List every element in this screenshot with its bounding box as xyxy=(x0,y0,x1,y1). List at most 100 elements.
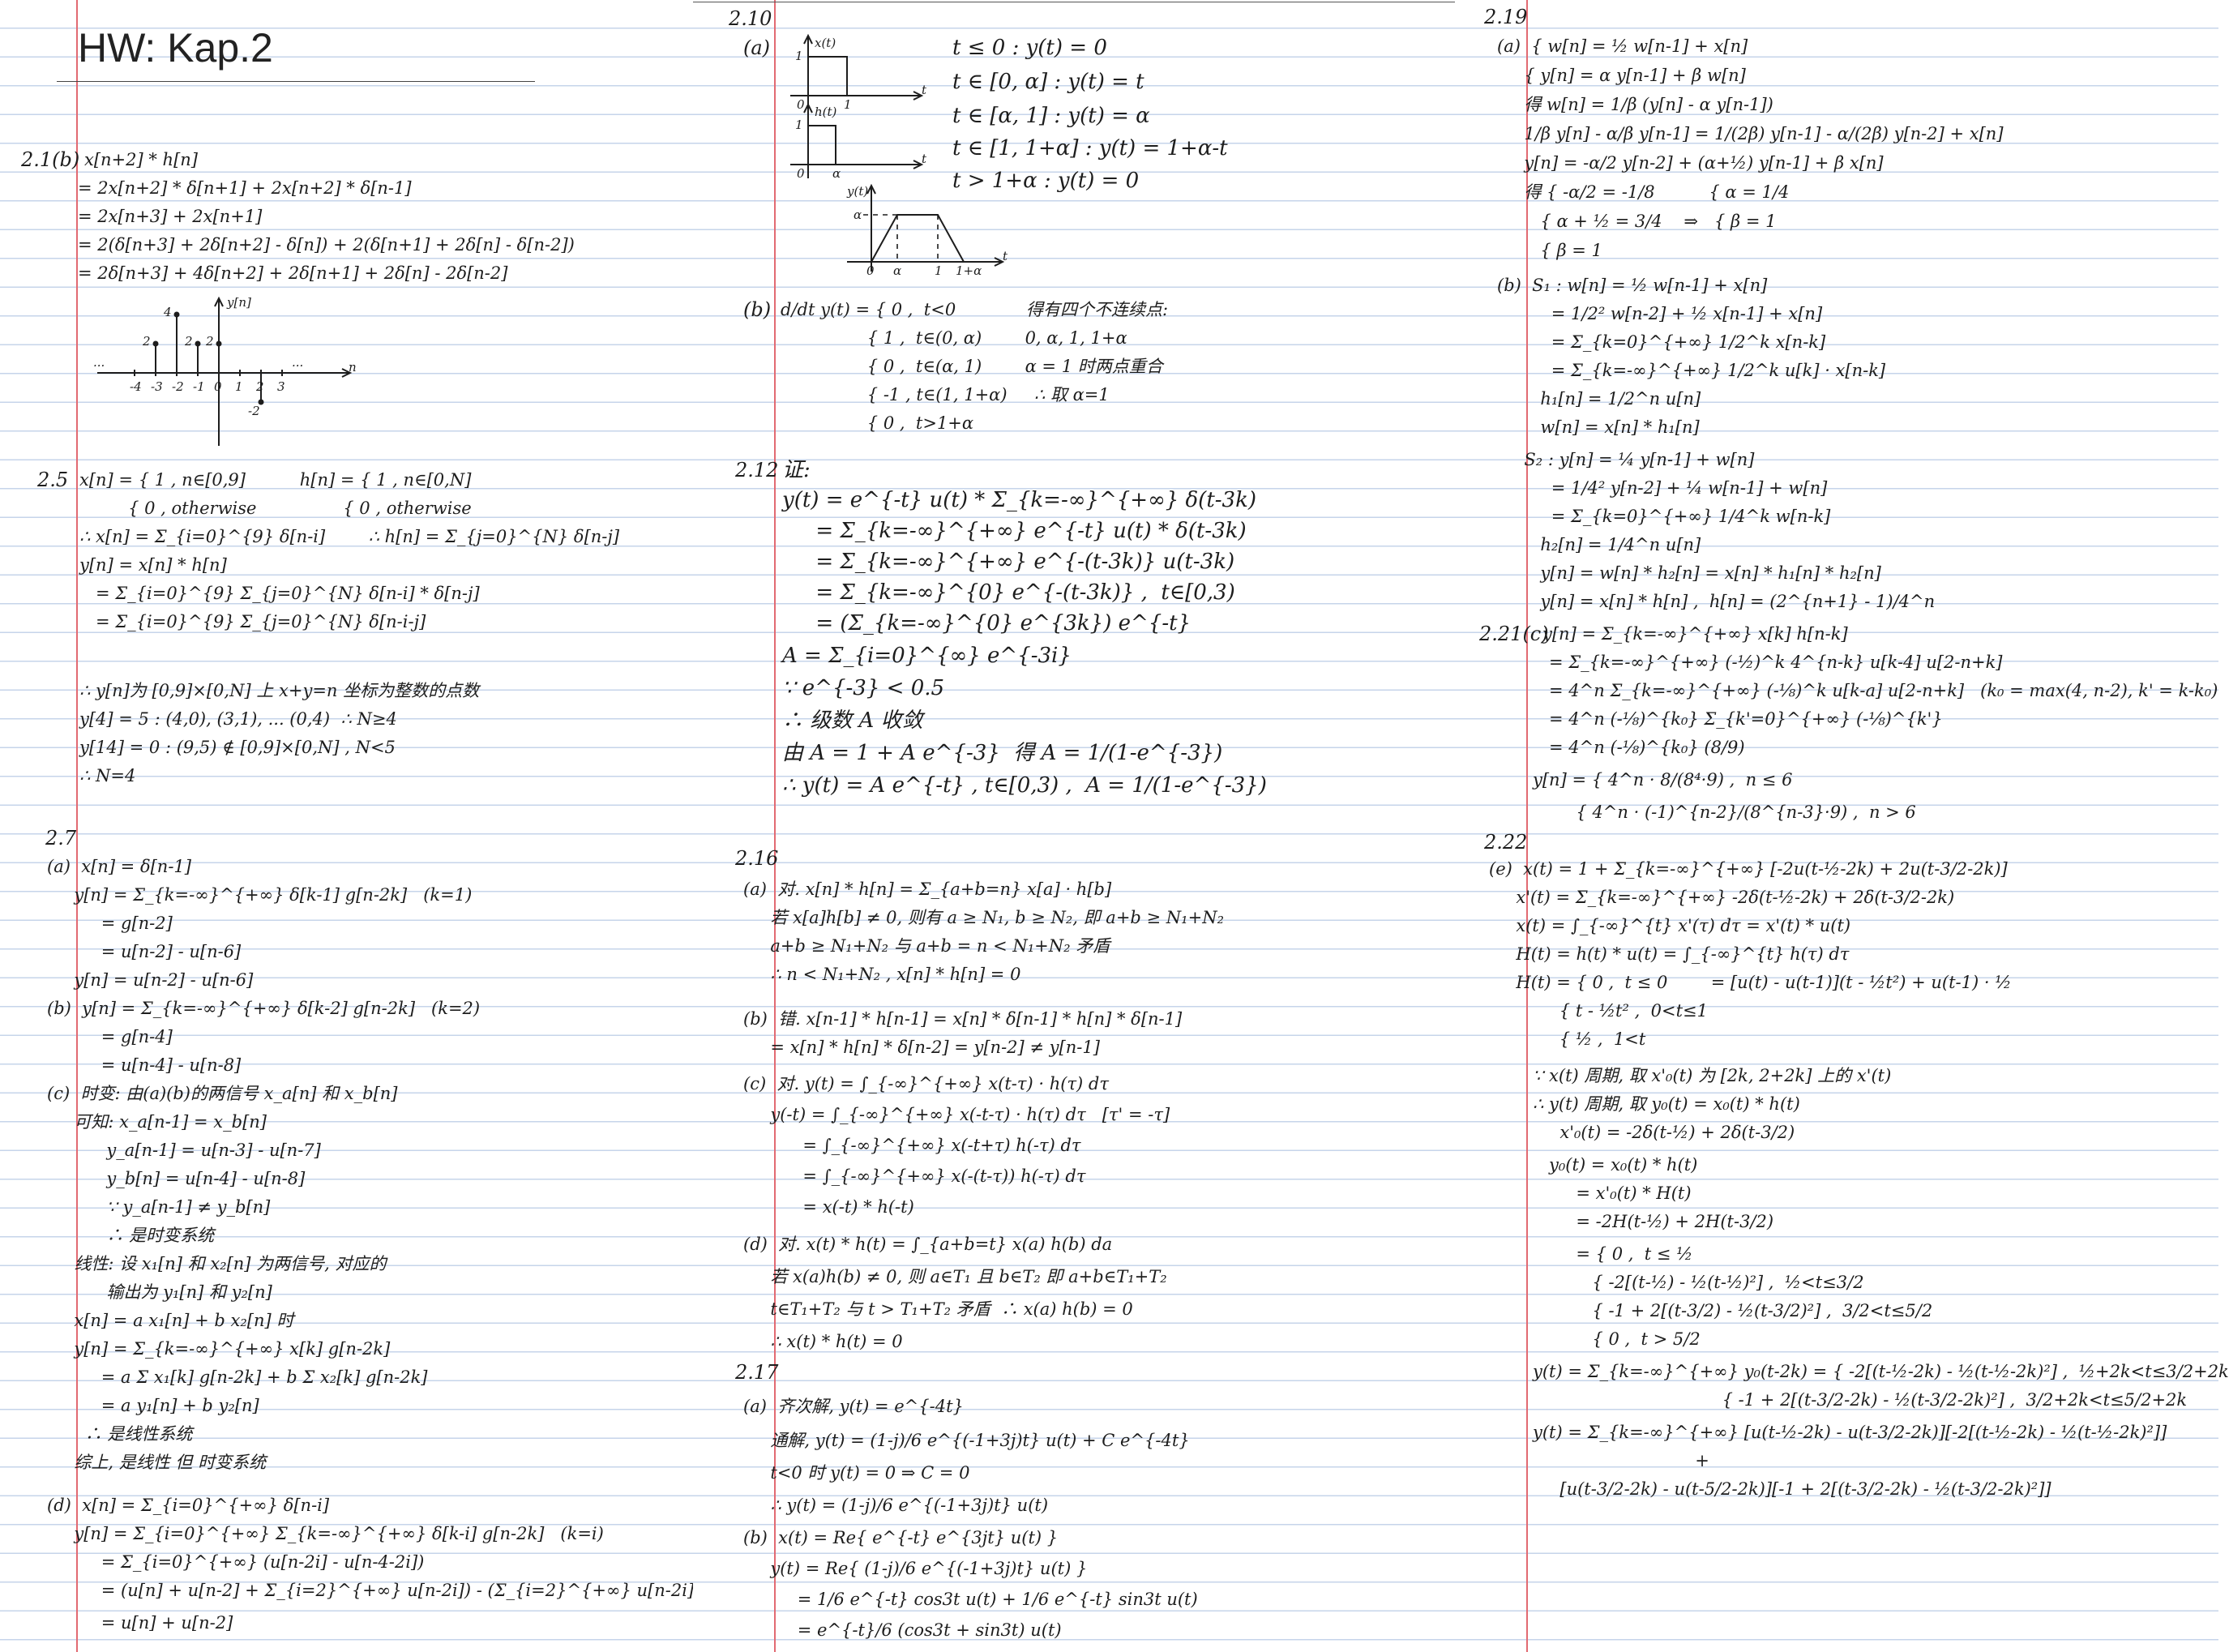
equation-line: = u[n-2] - u[n-6] xyxy=(47,942,242,961)
equation-line: = Σ_{k=-∞}^{+∞} (-½)^k 4^{n-k} u[k-4] u[… xyxy=(1533,653,2003,672)
stem-plot-y-arrow xyxy=(214,296,224,307)
equation-line: (b) y[n] = Σ_{k=-∞}^{+∞} δ[k-2] g[n-2k] … xyxy=(47,999,481,1018)
equation-line: t ≤ 0 : y(t) = 0 xyxy=(952,36,1107,60)
stem-point xyxy=(258,399,264,405)
tick-label: 3 xyxy=(277,379,285,394)
equation-line: w[n] = x[n] * h₁[n] xyxy=(1497,417,1700,437)
equation-line: = u[n-4] - u[n-8] xyxy=(47,1055,242,1075)
problem-number-2-10: 2.10 xyxy=(729,7,772,30)
equation-line: t ∈ [0, α] : y(t) = t xyxy=(952,70,1144,94)
equation-line: (b) 错. x[n-1] * h[n-1] = x[n] * δ[n-1] *… xyxy=(743,1009,1183,1029)
equation-line: 1/β y[n] - α/β y[n-1] = 1/(2β) y[n-1] - … xyxy=(1497,124,2004,143)
equation-line: 综上, 是线性 但 时变系统 xyxy=(47,1453,267,1472)
notes-page-2: 2.10 (a) x(t) 1 0 1 t h(t) 1 0 α t y(t) … xyxy=(693,0,1455,1652)
equation-line: (d) x[n] = Σ_{i=0}^{+∞} δ[n-i] xyxy=(47,1496,330,1515)
equation-line: x[n] = a x₁[n] + b x₂[n] 时 xyxy=(47,1311,294,1330)
equation-line: H(t) = { 0 , t ≤ 0 = [u(t) - u(t-1)](t -… xyxy=(1489,973,2012,992)
problem-number-2-16: 2.16 xyxy=(735,847,779,870)
equation-line: ∵ y_a[n-1] ≠ y_b[n] xyxy=(47,1197,271,1217)
equation-line: y[n] = x[n] * h[n] xyxy=(79,555,227,575)
tick-label: 1 xyxy=(235,379,243,394)
equation-line: { -1 + 2[(t-3/2) - ½(t-3/2)²] , 3/2<t≤5/… xyxy=(1533,1301,1933,1320)
equation-line: t∈T₁+T₂ 与 t > T₁+T₂ 矛盾 ∴ x(a) h(b) = 0 xyxy=(743,1299,1133,1319)
signal-h-tick-alpha: α xyxy=(832,166,841,181)
equation-line: y[4] = 5 : (4,0), (3,1), ... (0,4) ∴ N≥4 xyxy=(79,709,397,729)
equation-line: = a Σ x₁[k] g[n-2k] + b Σ x₂[k] g[n-2k] xyxy=(47,1367,428,1387)
stem-plot-x-arrow xyxy=(341,368,353,378)
equation-line: x'₀(t) = -2δ(t-½) + 2δ(t-3/2) xyxy=(1533,1123,1795,1142)
equation-line: = g[n-4] xyxy=(47,1027,173,1046)
equation-line: { 0 , otherwise { 0 , otherwise xyxy=(79,499,472,518)
equation-line: 得 w[n] = 1/β (y[n] - α y[n-1]) xyxy=(1497,95,1773,114)
equation-line: = -2H(t-½) + 2H(t-3/2) xyxy=(1533,1212,1774,1231)
equation-line: = 4^n (-⅛)^{k₀} (8/9) xyxy=(1533,738,1745,757)
equation-line: { α + ½ = 3/4 ⇒ { β = 1 xyxy=(1497,212,1777,231)
equation-line: y[n] = Σ_{i=0}^{+∞} Σ_{k=-∞}^{+∞} δ[k-i]… xyxy=(47,1524,604,1543)
equation-line: { y[n] = α y[n-1] + β w[n] xyxy=(1497,66,1746,85)
problem-number-2-7: 2.7 xyxy=(45,827,77,850)
stem-point xyxy=(173,311,180,318)
signal-y-tick-alpha: α xyxy=(893,263,901,278)
equation-line: 证: xyxy=(782,458,811,482)
signal-x-label: x(t) xyxy=(815,36,836,50)
signal-y-tick-1: 1 xyxy=(935,263,943,278)
stem-plot-ylabel: y[n] xyxy=(226,295,251,310)
equation-line: = 4^n Σ_{k=-∞}^{+∞} (-⅛)^k u[k-a] u[2-n+… xyxy=(1533,681,2218,700)
signal-h-tick-0: 0 xyxy=(797,166,805,181)
signal-h-axis-t: t xyxy=(922,152,927,166)
subpart-a-label: (a) xyxy=(743,36,771,59)
equation-line: (a) 齐次解, y(t) = e^{-4t} xyxy=(743,1397,964,1416)
stem-point xyxy=(195,340,201,347)
page-margin-line xyxy=(1526,0,1528,1652)
signal-h-label: h(t) xyxy=(815,105,837,119)
equation-line: 若 x(a)h(b) ≠ 0, 则 a∈T₁ 且 b∈T₂ 即 a+b∈T₁+T… xyxy=(743,1267,1167,1286)
equation-line: y(t) = Σ_{k=-∞}^{+∞} [u(t-½-2k) - u(t-3/… xyxy=(1533,1423,2167,1442)
equation-line: = Σ_{i=0}^{9} Σ_{j=0}^{N} δ[n-i-j] xyxy=(79,612,426,631)
tick-label: 2 xyxy=(255,379,264,394)
equation-line: ∵ x(t) 周期, 取 x'₀(t) 为 [2k, 2+2k] 上的 x'(t… xyxy=(1533,1066,1892,1085)
equation-line: = Σ_{k=-∞}^{+∞} e^{-(t-3k)} u(t-3k) xyxy=(782,550,1235,574)
equation-line: { ½ , 1<t xyxy=(1489,1029,1646,1049)
stem-value-label: 2 xyxy=(205,334,214,349)
equation-line: = Σ_{i=0}^{+∞} (u[n-2i] - u[n-4-2i]) xyxy=(47,1552,425,1572)
equation-line: + xyxy=(1533,1451,1709,1470)
problem-number-2-19: 2.19 xyxy=(1484,6,1528,28)
equation-line: { 4^n · (-1)^{n-2}/(8^{n-3}·9) , n > 6 xyxy=(1533,802,1916,822)
equation-line: y[n] = -α/2 y[n-2] + (α+½) y[n-1] + β x[… xyxy=(1497,153,1884,173)
equation-line: (c) 时变: 由(a)(b)的两信号 x_a[n] 和 x_b[n] xyxy=(47,1084,398,1103)
equation-line: (d) 对. x(t) * h(t) = ∫_{a+b=t} x(a) h(b)… xyxy=(743,1235,1113,1254)
equation-line: = 4^n (-⅛)^{k₀} Σ_{k'=0}^{+∞} (-⅛)^{k'} xyxy=(1533,709,1943,729)
problem-number-2-22: 2.22 xyxy=(1484,831,1528,854)
equation-line: = Σ_{k=0}^{+∞} 1/2^k x[n-k] xyxy=(1497,332,1826,352)
equation-line: ∴ 级数 A 收敛 xyxy=(782,708,923,733)
page-margin-line xyxy=(774,0,776,1652)
equation-line: x(t) = ∫_{-∞}^{t} x'(τ) dτ = x'(t) * u(t… xyxy=(1489,916,1851,935)
equation-line: = 1/2² w[n-2] + ½ x[n-1] + x[n] xyxy=(1497,304,1823,323)
stem-value-label: 2 xyxy=(142,334,151,349)
equation-line: (b) S₁ : w[n] = ½ w[n-1] + x[n] xyxy=(1497,276,1768,295)
equation-line: y_b[n] = u[n-4] - u[n-8] xyxy=(47,1169,306,1188)
equation-line: y_a[n-1] = u[n-3] - u[n-7] xyxy=(47,1141,321,1160)
stem-plot-dots-left: ... xyxy=(93,355,105,370)
equation-line: = x'₀(t) * H(t) xyxy=(1533,1183,1692,1203)
signal-y-plot: y(t) α 0 α 1 1+α t xyxy=(846,183,1008,278)
stem-plot-xlabel: n xyxy=(349,360,357,374)
equation-line: A = Σ_{i=0}^{∞} e^{-3i} xyxy=(782,644,1072,668)
equation-line: ∴ y(t) = A e^{-t} , t∈[0,3) , A = 1/(1-e… xyxy=(782,773,1267,798)
equation-line: ∴ y(t) = (1-j)/6 e^{(-1+3j)t} u(t) xyxy=(743,1496,1049,1515)
equation-line: x'(t) = Σ_{k=-∞}^{+∞} -2δ(t-½-2k) + 2δ(t… xyxy=(1489,888,1955,907)
equation-line: t ∈ [1, 1+α] : y(t) = 1+α-t xyxy=(952,136,1228,160)
equation-line: { t - ½t² , 0<t≤1 xyxy=(1489,1001,1708,1021)
signal-x-tick-1: 1 xyxy=(844,97,852,112)
equation-line: = Σ_{k=-∞}^{+∞} 1/2^k u[k] · x[n-k] xyxy=(1497,361,1886,380)
stem-value-label: 2 xyxy=(184,334,193,349)
stem-point xyxy=(152,340,159,347)
equation-line: [u(t-3/2-2k) - u(t-5/2-2k)][-1 + 2[(t-3/… xyxy=(1533,1479,2051,1499)
equation-line: y[n] = Σ_{k=-∞}^{+∞} x[k] h[n-k] xyxy=(1542,624,1848,644)
equation-line: = a y₁[n] + b y₂[n] xyxy=(47,1396,259,1415)
signal-y-label: y(t) xyxy=(846,184,868,199)
page-title: HW: Kap.2 xyxy=(78,25,273,71)
equation-line: y[n] = x[n] * h[n] , h[n] = (2^{n+1} - 1… xyxy=(1497,592,1936,611)
